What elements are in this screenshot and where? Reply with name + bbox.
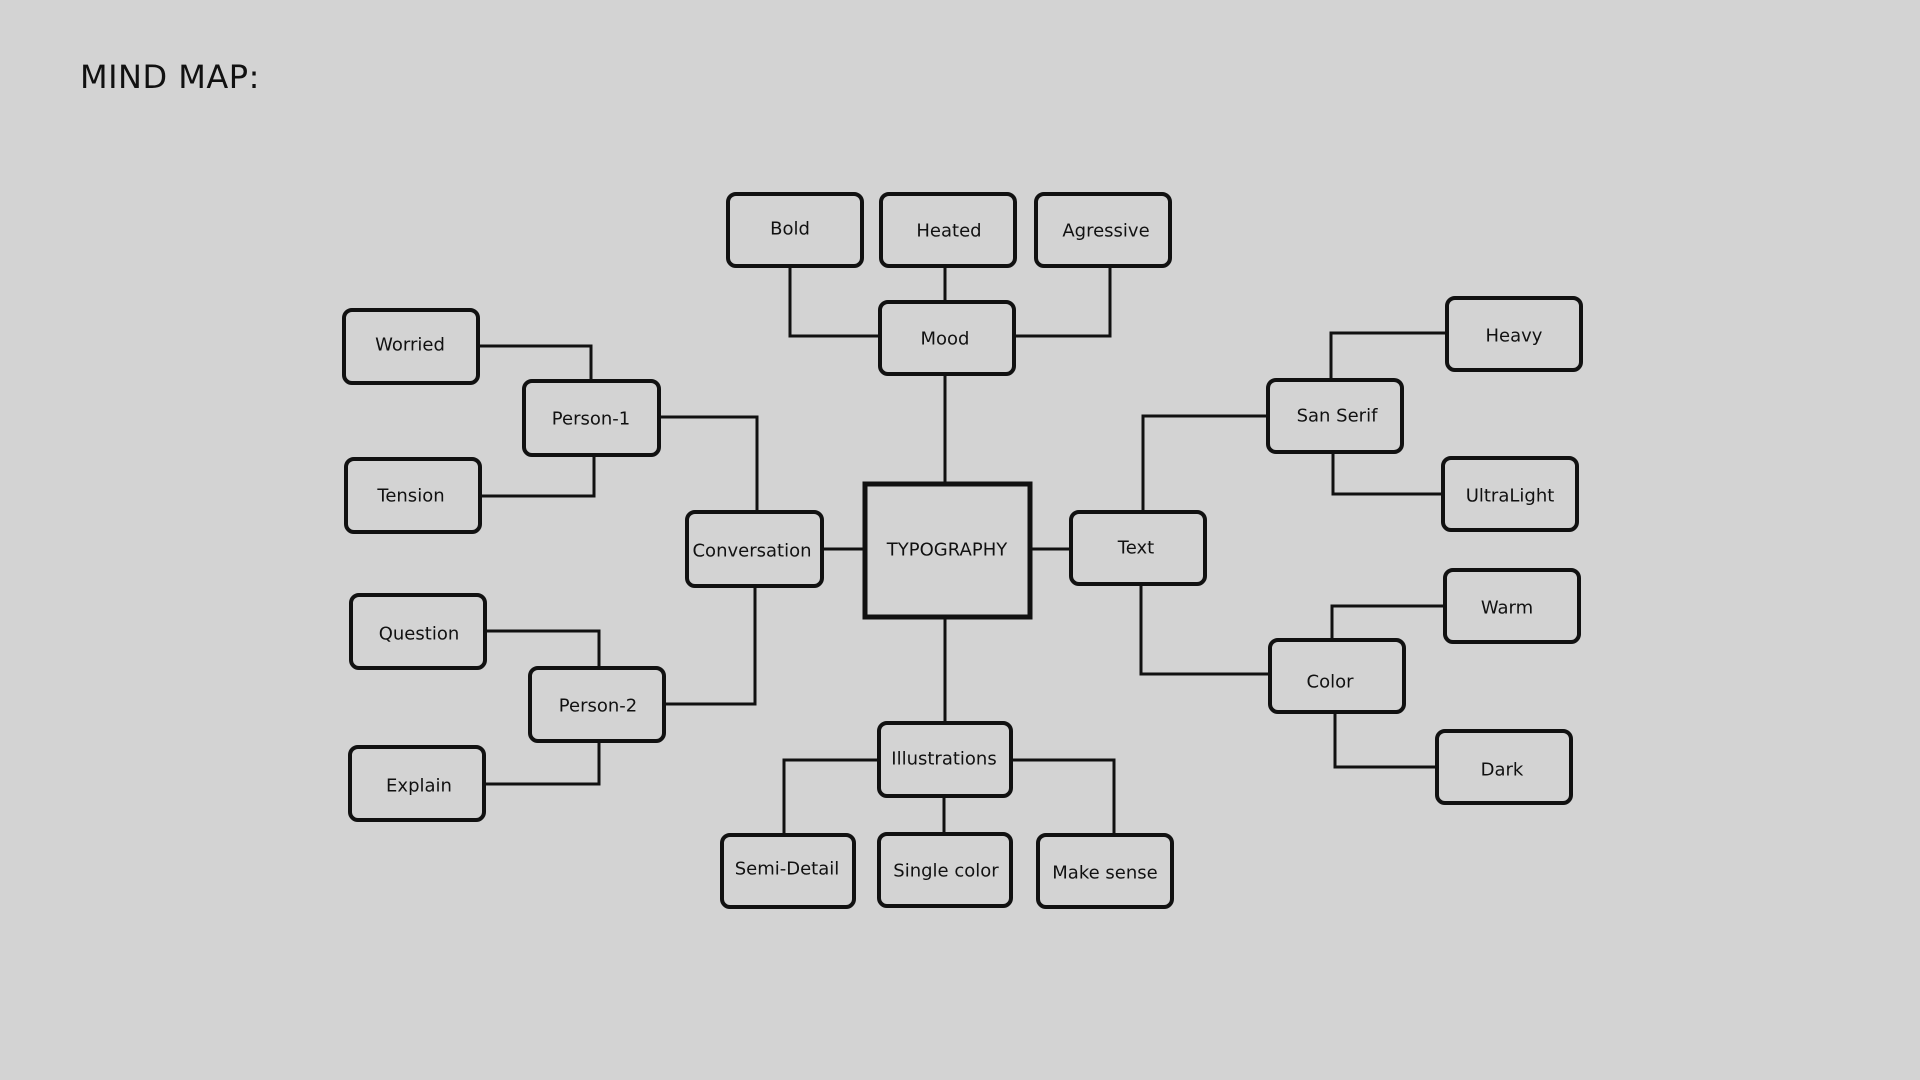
link-person2-explain	[484, 741, 601, 786]
link-text-sanserif	[1141, 414, 1268, 512]
node-text: Text	[1069, 510, 1207, 586]
node-explain: Explain	[348, 745, 486, 822]
node-heavy: Heavy	[1445, 296, 1583, 372]
node-conversation-label: Conversation	[692, 541, 811, 562]
node-agressive: Agressive	[1034, 192, 1172, 268]
node-worried: Worried	[342, 308, 480, 385]
node-heavy-label: Heavy	[1486, 326, 1543, 347]
node-dark-label: Dark	[1481, 760, 1524, 781]
node-makesense: Make sense	[1036, 833, 1174, 909]
node-dark: Dark	[1435, 729, 1573, 805]
node-question: Question	[349, 593, 487, 670]
link-person1-tension	[480, 455, 596, 498]
node-sanserif-label: San Serif	[1297, 406, 1378, 427]
node-bold: Bold	[726, 192, 864, 268]
link-color-dark	[1333, 712, 1437, 769]
node-bold-label: Bold	[770, 219, 810, 240]
link-mood-bold	[788, 266, 880, 338]
node-sanserif: San Serif	[1266, 378, 1404, 454]
node-tension: Tension	[344, 457, 482, 534]
node-agressive-label: Agressive	[1062, 221, 1149, 242]
node-explain-label: Explain	[386, 776, 452, 797]
link-illustrations-semidetail	[782, 758, 879, 835]
node-ultralight: UltraLight	[1441, 456, 1579, 532]
node-person1-label: Person-1	[552, 409, 630, 430]
node-color-label: Color	[1307, 672, 1355, 693]
link-sanserif-heavy	[1329, 331, 1447, 380]
node-heated: Heated	[879, 192, 1017, 268]
node-question-label: Question	[379, 624, 460, 645]
node-typography-label: TYPOGRAPHY	[886, 540, 1008, 561]
node-makesense-label: Make sense	[1052, 863, 1157, 884]
node-conversation: Conversation	[685, 510, 824, 588]
link-sanserif-ultralight	[1331, 452, 1443, 496]
node-illustrations-label: Illustrations	[891, 749, 996, 770]
node-illustrations: Illustrations	[877, 721, 1013, 798]
node-singlecolor: Single color	[877, 832, 1013, 908]
node-mood-label: Mood	[921, 329, 970, 350]
link-illustrations-makesense	[1011, 758, 1116, 835]
node-tension-label: Tension	[376, 486, 444, 507]
node-warm-label: Warm	[1481, 598, 1533, 619]
node-person1: Person-1	[522, 379, 661, 457]
link-person1-worried	[478, 344, 593, 381]
connectors	[478, 266, 1447, 835]
node-text-label: Text	[1117, 538, 1154, 559]
node-singlecolor-label: Single color	[893, 861, 999, 882]
link-mood-agressive	[1014, 266, 1112, 338]
node-worried-label: Worried	[375, 335, 445, 356]
node-person2: Person-2	[528, 666, 666, 743]
node-semidetail-label: Semi-Detail	[735, 859, 840, 880]
node-mood: Mood	[878, 300, 1016, 376]
link-color-warm	[1330, 604, 1445, 640]
node-typography: TYPOGRAPHY	[862, 481, 1033, 620]
link-person2-question	[485, 629, 601, 668]
link-conversation-person2	[664, 586, 757, 706]
page-title: MIND MAP:	[80, 58, 260, 96]
node-ultralight-label: UltraLight	[1466, 486, 1555, 507]
node-warm: Warm	[1443, 568, 1581, 644]
node-heated-label: Heated	[916, 221, 981, 242]
node-semidetail: Semi-Detail	[720, 833, 856, 909]
link-conversation-person1	[659, 415, 759, 512]
link-text-color	[1139, 584, 1270, 676]
node-color: Color	[1268, 638, 1406, 714]
node-person2-label: Person-2	[559, 696, 637, 717]
